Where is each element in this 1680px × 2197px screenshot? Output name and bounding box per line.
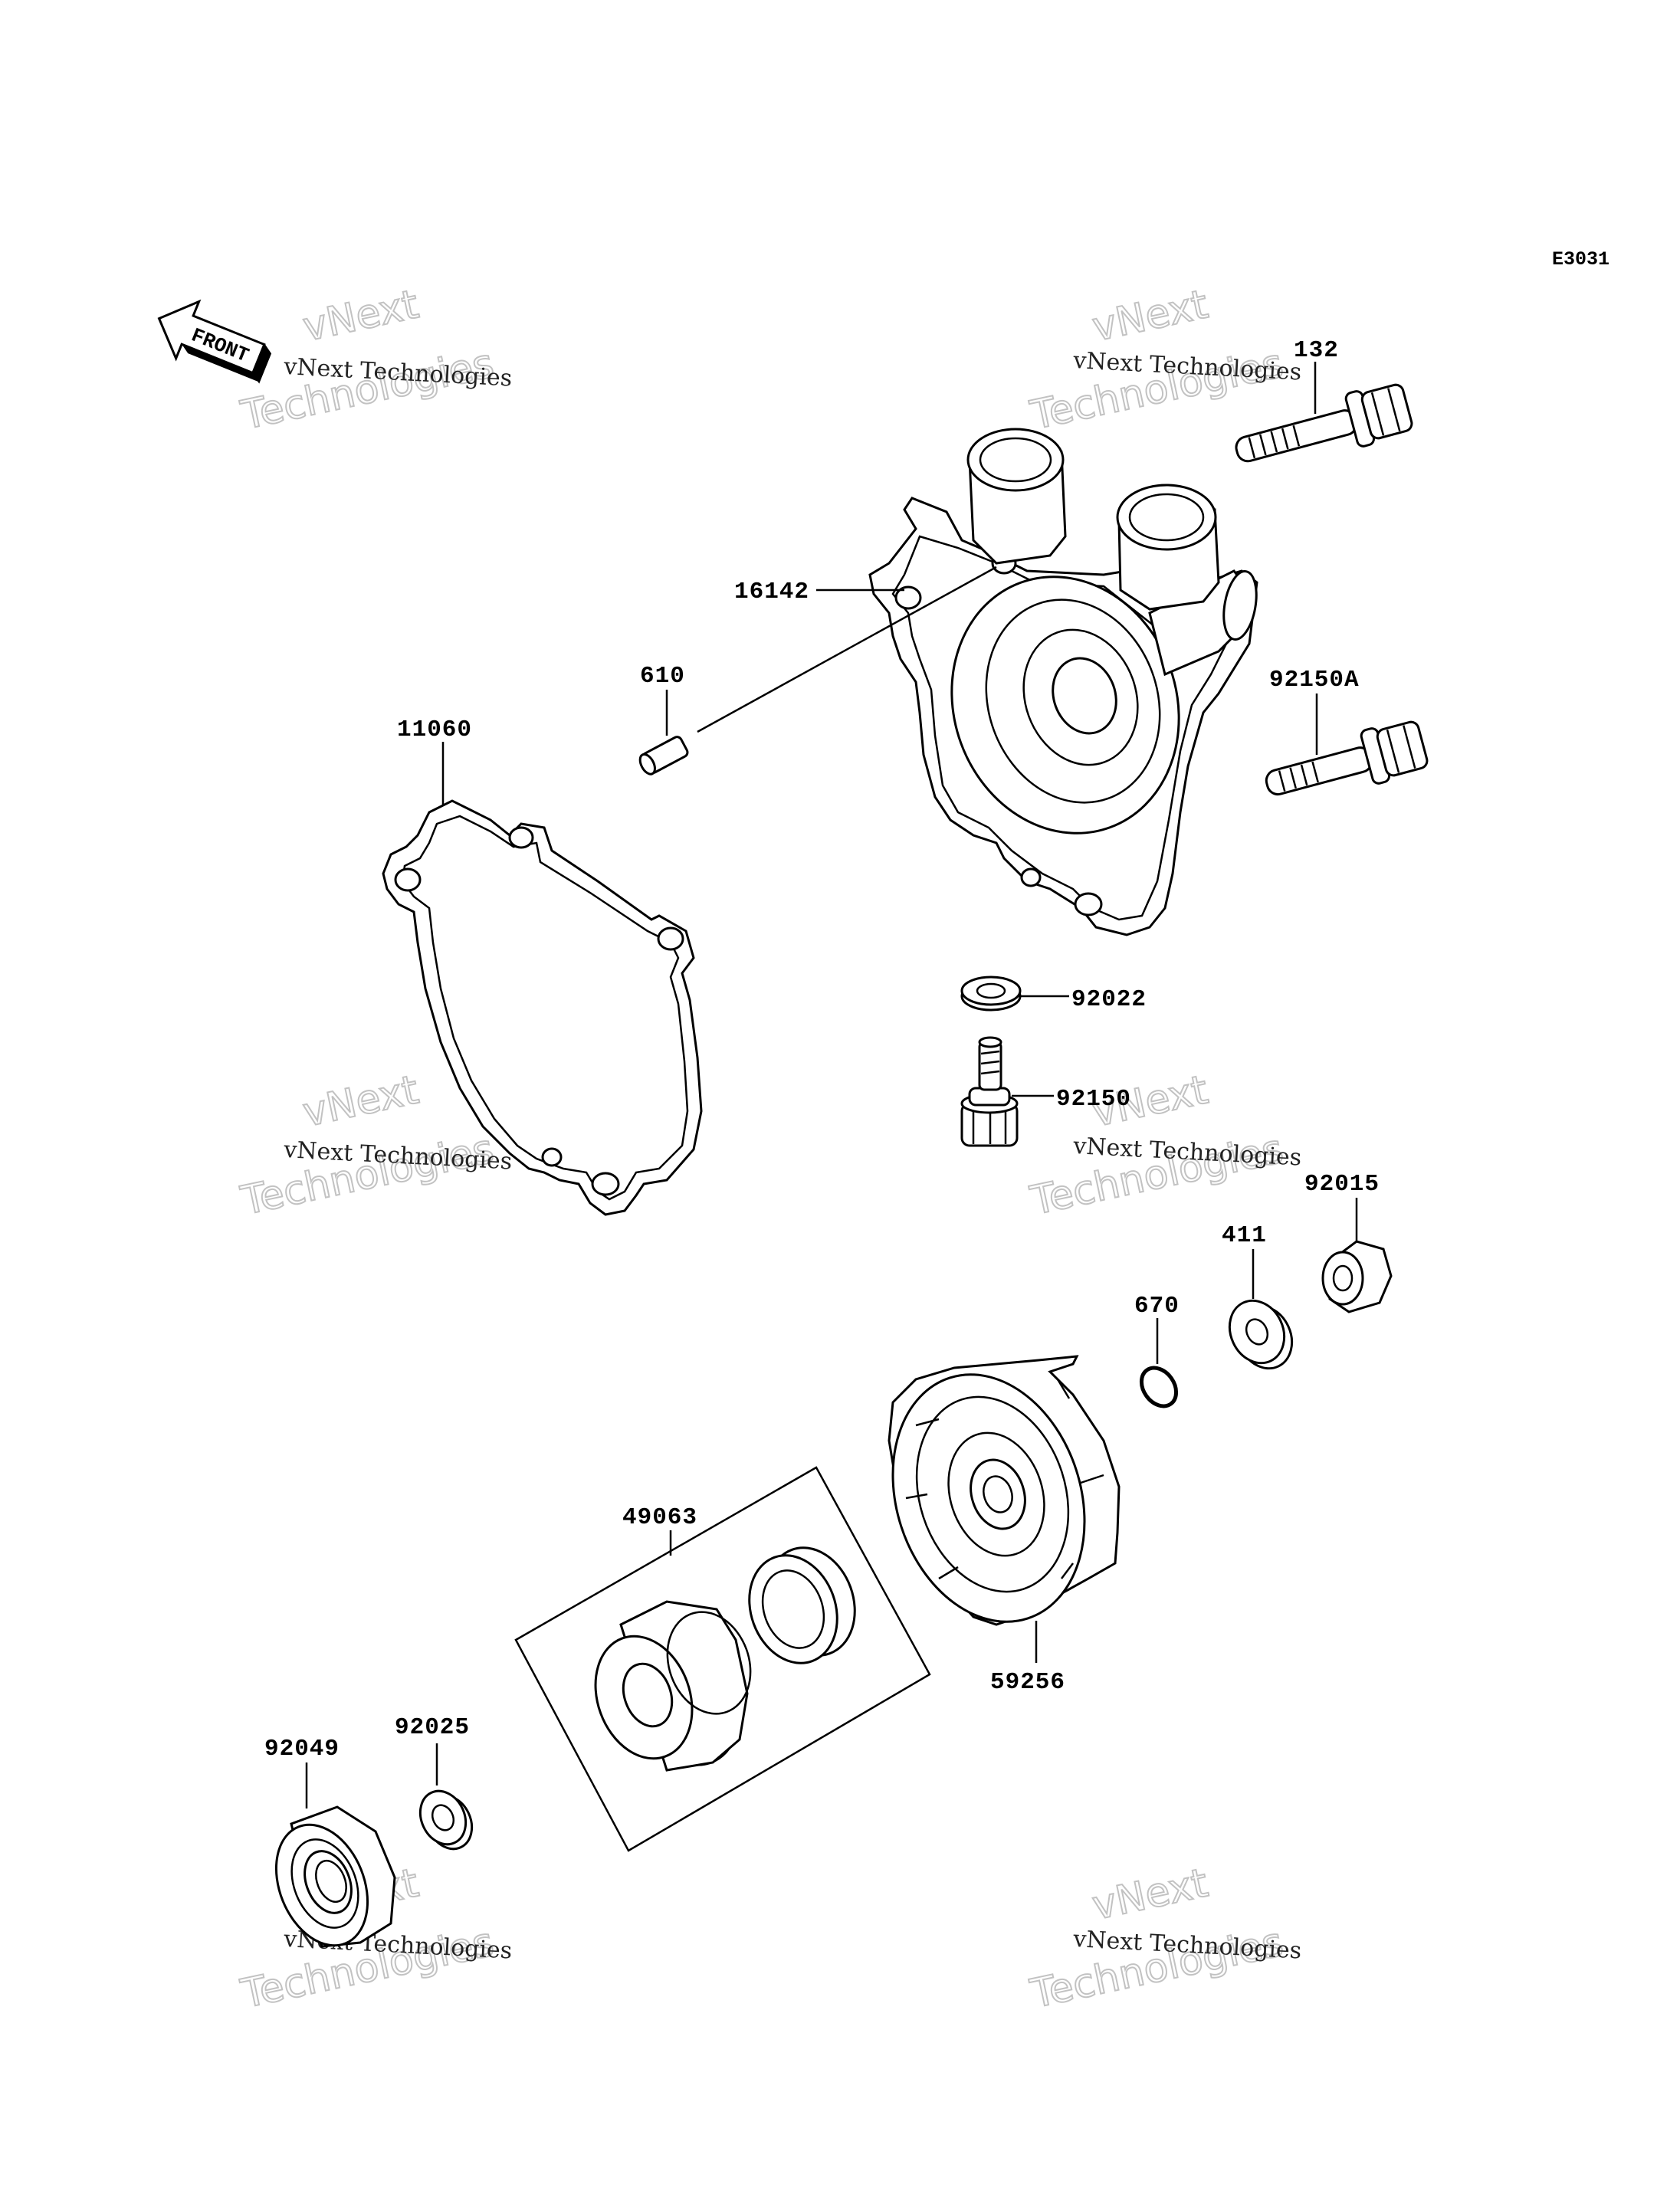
part-92015-nut bbox=[1321, 1240, 1393, 1313]
part-92022-washer bbox=[960, 976, 1022, 1012]
callout-610[interactable]: 610 bbox=[640, 663, 685, 690]
watermark-top-right: vNext Technologies vNext Technologies bbox=[1025, 280, 1302, 439]
part-670-o-ring bbox=[1139, 1366, 1179, 1408]
callout-132[interactable]: 132 bbox=[1294, 337, 1339, 364]
callout-670[interactable]: 670 bbox=[1134, 1293, 1180, 1320]
callout-92150A[interactable]: 92150A bbox=[1269, 667, 1360, 694]
part-16142-pump-cover bbox=[868, 428, 1258, 936]
diagram-code: E3031 bbox=[1552, 248, 1609, 271]
callout-16142[interactable]: 16142 bbox=[734, 579, 809, 605]
callout-92150[interactable]: 92150 bbox=[1056, 1086, 1131, 1113]
part-49063-seal-set bbox=[514, 1466, 931, 1852]
callout-59256[interactable]: 59256 bbox=[990, 1669, 1065, 1696]
svg-text:vNext: vNext bbox=[299, 281, 422, 350]
svg-text:vNext: vNext bbox=[1088, 281, 1212, 350]
part-610-dowel-pin bbox=[638, 736, 689, 776]
callout-92025[interactable]: 92025 bbox=[395, 1714, 470, 1741]
callout-92022[interactable]: 92022 bbox=[1071, 986, 1147, 1013]
part-59256-impeller bbox=[888, 1355, 1121, 1626]
part-92049-oil-seal bbox=[274, 1805, 396, 1948]
watermark-bottom-right: vNext Technologies vNext Technologies bbox=[1025, 1859, 1302, 2018]
svg-text:vNext: vNext bbox=[1088, 1860, 1212, 1929]
part-11060-gasket bbox=[382, 799, 703, 1216]
part-92150-banjo-bolt bbox=[960, 1036, 1019, 1147]
callout-92015[interactable]: 92015 bbox=[1304, 1171, 1380, 1198]
callout-11060[interactable]: 11060 bbox=[397, 716, 472, 743]
part-132-bolt bbox=[1235, 383, 1413, 463]
callout-92049[interactable]: 92049 bbox=[264, 1736, 340, 1763]
svg-text:Technologies: Technologies bbox=[237, 341, 497, 439]
callout-411[interactable]: 411 bbox=[1222, 1222, 1267, 1249]
part-411-washer bbox=[1228, 1299, 1294, 1370]
callout-49063[interactable]: 49063 bbox=[622, 1504, 697, 1531]
watermark-top-left: vNext Technologies vNext Technologies bbox=[236, 280, 513, 439]
svg-text:vNext: vNext bbox=[299, 1067, 422, 1136]
leader-610-to-cover bbox=[697, 566, 997, 733]
front-arrow-icon: FRONT bbox=[157, 299, 272, 384]
part-92150A-bolt bbox=[1265, 720, 1429, 796]
part-92025-washer bbox=[418, 1789, 474, 1851]
